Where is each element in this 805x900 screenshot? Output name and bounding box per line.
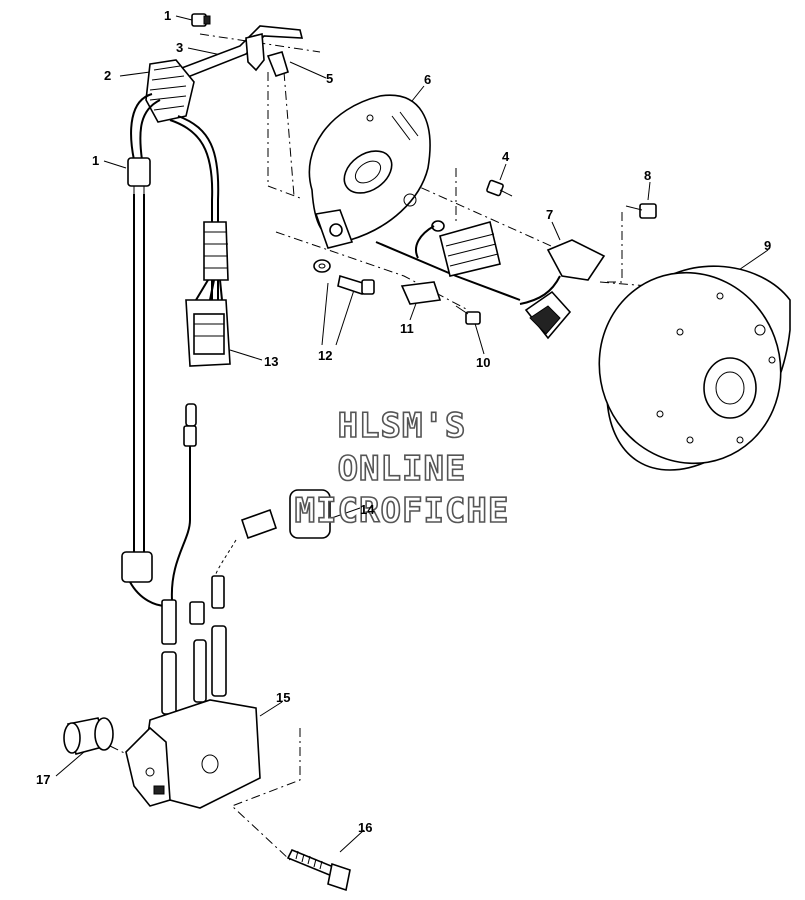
callout-5: 5 bbox=[326, 71, 333, 86]
spark-plug-cap-part-14 bbox=[213, 489, 331, 581]
pickup-part-7 bbox=[519, 239, 606, 340]
callout-10: 10 bbox=[476, 355, 490, 370]
watermark-line-3: MICROFICHE bbox=[295, 491, 510, 531]
callout-2: 2 bbox=[104, 68, 111, 83]
callout-11: 11 bbox=[400, 321, 414, 336]
main-harness bbox=[133, 115, 229, 560]
callout-12: 12 bbox=[318, 348, 332, 363]
lower-harness bbox=[121, 403, 225, 645]
callout-8: 8 bbox=[644, 168, 651, 183]
callout-16: 16 bbox=[358, 820, 372, 835]
callout-4-middle: 4 bbox=[502, 149, 510, 164]
watermark: HLSM'S ONLINE MICROFICHE bbox=[294, 405, 510, 532]
flywheel-part-9 bbox=[598, 265, 791, 471]
callout-15: 15 bbox=[276, 690, 290, 705]
ignition-coil-part-15 bbox=[125, 625, 261, 809]
watermark-line-1: HLSM'S bbox=[338, 406, 467, 446]
regulator-part-2 bbox=[145, 59, 195, 123]
callout-13: 13 bbox=[264, 354, 278, 369]
callout-17: 17 bbox=[36, 772, 50, 787]
callout-14: 14 bbox=[360, 502, 375, 517]
bolt-part-16 bbox=[286, 848, 351, 892]
stator-plate-part-6 bbox=[308, 94, 445, 249]
harness-connector-part-13 bbox=[185, 299, 231, 367]
coil-part-11 bbox=[375, 221, 521, 305]
screw-part-4-middle bbox=[486, 179, 513, 197]
screw-part-8 bbox=[625, 203, 657, 219]
bushing-part-17 bbox=[63, 717, 114, 755]
callout-4-top: 1 bbox=[164, 8, 171, 23]
callout-7: 7 bbox=[546, 207, 553, 222]
screw-part-10 bbox=[455, 305, 481, 325]
callout-labels: 1 3 2 5 1 6 4 7 8 9 10 11 12 13 14 15 16… bbox=[36, 8, 771, 835]
ground-strap-part-3 bbox=[148, 25, 304, 89]
callout-1: 1 bbox=[92, 153, 99, 168]
callout-3: 3 bbox=[176, 40, 183, 55]
watermark-line-2: ONLINE bbox=[338, 449, 467, 489]
screw-part-4-top bbox=[191, 13, 211, 27]
connector-part-1 bbox=[127, 93, 161, 194]
callout-9: 9 bbox=[764, 238, 771, 253]
callout-6: 6 bbox=[424, 72, 431, 87]
washer-screw-part-12 bbox=[313, 259, 375, 295]
